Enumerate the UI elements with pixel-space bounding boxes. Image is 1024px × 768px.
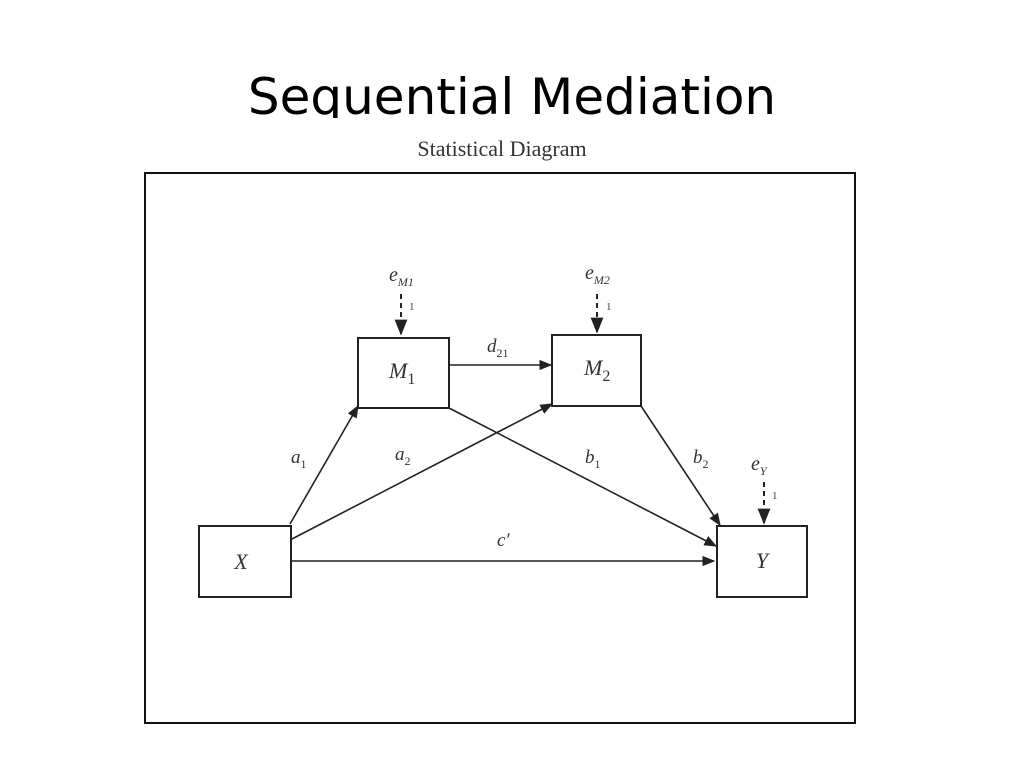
path-b1-arrow: [448, 407, 718, 547]
path-b1-label: b1: [585, 447, 601, 471]
node-m1: M1: [357, 337, 450, 409]
path-d21-label: d21: [487, 336, 509, 360]
node-y: Y: [716, 525, 808, 598]
diagram-frame: [144, 172, 856, 724]
error-m2-fixed: 1: [606, 301, 612, 313]
node-m2: M2: [551, 334, 642, 407]
error-m2-label: eM2: [585, 262, 610, 287]
path-a1-arrow: [289, 404, 359, 525]
error-y-label: eY: [751, 453, 768, 478]
error-m1-label: eM1: [389, 264, 414, 289]
node-x: X: [198, 525, 292, 598]
path-b2-label: b2: [693, 447, 709, 471]
path-a2-label: a2: [395, 444, 411, 468]
node-y-label: Y: [756, 548, 771, 573]
path-a1-label: a1: [291, 447, 307, 471]
slide-title: Sequential Mediation: [247, 68, 777, 118]
diagram-caption: Statistical Diagram: [417, 136, 587, 161]
path-a2-arrow: [289, 403, 554, 541]
path-b2-arrow: [640, 405, 721, 527]
node-m1-label: M1: [388, 358, 415, 388]
path-c-prime-label: c′: [497, 530, 510, 551]
node-m2-label: M2: [583, 355, 610, 385]
error-y-fixed: 1: [772, 490, 778, 502]
node-x-label: X: [233, 549, 249, 574]
error-m1-fixed: 1: [409, 301, 415, 313]
